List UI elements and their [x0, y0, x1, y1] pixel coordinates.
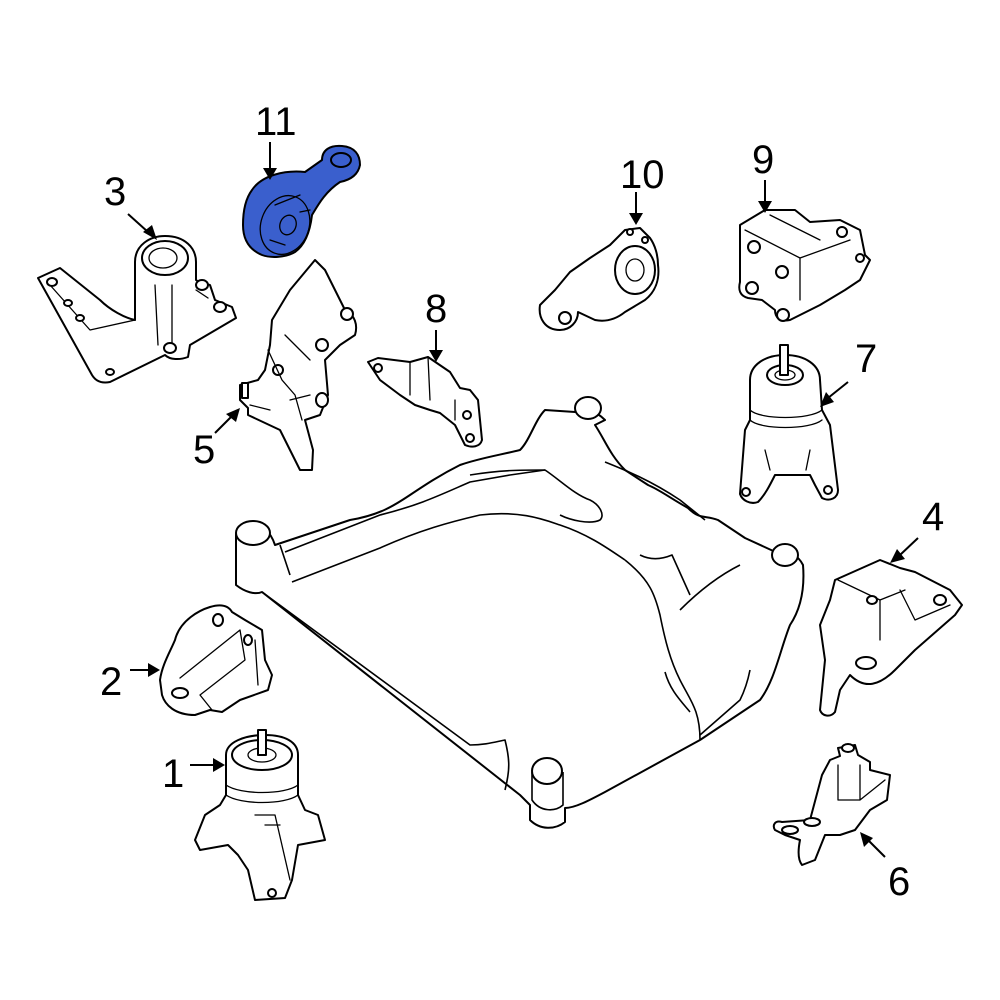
callout-9[interactable]: 9	[752, 138, 774, 213]
arrow-icon	[820, 392, 834, 407]
arrow-icon	[143, 225, 157, 240]
callout-8[interactable]: 8	[425, 287, 447, 362]
arrow-icon	[213, 758, 225, 772]
callout-number-11: 11	[255, 100, 297, 144]
callout-2[interactable]: 2	[100, 660, 160, 704]
arrow-icon	[860, 832, 873, 847]
mount-boss-right	[771, 543, 799, 567]
part-6-mount[interactable]	[772, 743, 891, 866]
arrow-icon	[429, 350, 443, 362]
callout-4[interactable]: 4	[890, 495, 944, 563]
arrow-icon	[263, 168, 277, 180]
part-1-engine-mount[interactable]	[194, 729, 326, 901]
callout-number-8: 8	[425, 287, 447, 331]
callout-number-3: 3	[104, 170, 126, 214]
callout-number-9: 9	[752, 138, 774, 182]
part-10-torque-rod[interactable]	[538, 227, 660, 331]
subframe	[235, 396, 805, 829]
arrow-icon	[890, 549, 905, 563]
callout-number-1: 1	[162, 752, 184, 796]
callout-6[interactable]: 6	[860, 832, 910, 904]
arrow-icon	[758, 201, 772, 213]
callout-number-5: 5	[193, 428, 215, 472]
callout-number-4: 4	[922, 495, 944, 539]
callout-7[interactable]: 7	[820, 337, 877, 407]
callout-number-6: 6	[888, 860, 910, 904]
mount-boss-top	[574, 396, 602, 420]
part-8-bracket[interactable]	[367, 356, 483, 448]
arrow-icon	[629, 213, 643, 225]
callout-number-7: 7	[855, 337, 877, 381]
mount-boss-bottom	[531, 757, 563, 785]
part-4-bracket[interactable]	[819, 559, 963, 717]
part-7-engine-mount[interactable]	[739, 344, 839, 504]
callout-3[interactable]: 3	[104, 170, 157, 240]
callout-11[interactable]: 11	[255, 100, 297, 180]
arrow-icon	[148, 663, 160, 677]
part-3-engine-mount[interactable]	[37, 235, 237, 384]
part-9-transmission-mount[interactable]	[738, 209, 871, 322]
callout-number-10: 10	[620, 153, 665, 197]
part-11-torque-rod[interactable]	[242, 144, 361, 262]
callout-1[interactable]: 1	[162, 752, 225, 796]
part-2-bracket[interactable]	[159, 604, 273, 716]
arrow-icon	[226, 408, 240, 422]
callout-number-2: 2	[100, 660, 122, 704]
callout-10[interactable]: 10	[620, 153, 665, 225]
part-5-bracket[interactable]	[239, 259, 358, 471]
mount-boss-left	[235, 520, 271, 546]
callout-5[interactable]: 5	[193, 408, 240, 472]
